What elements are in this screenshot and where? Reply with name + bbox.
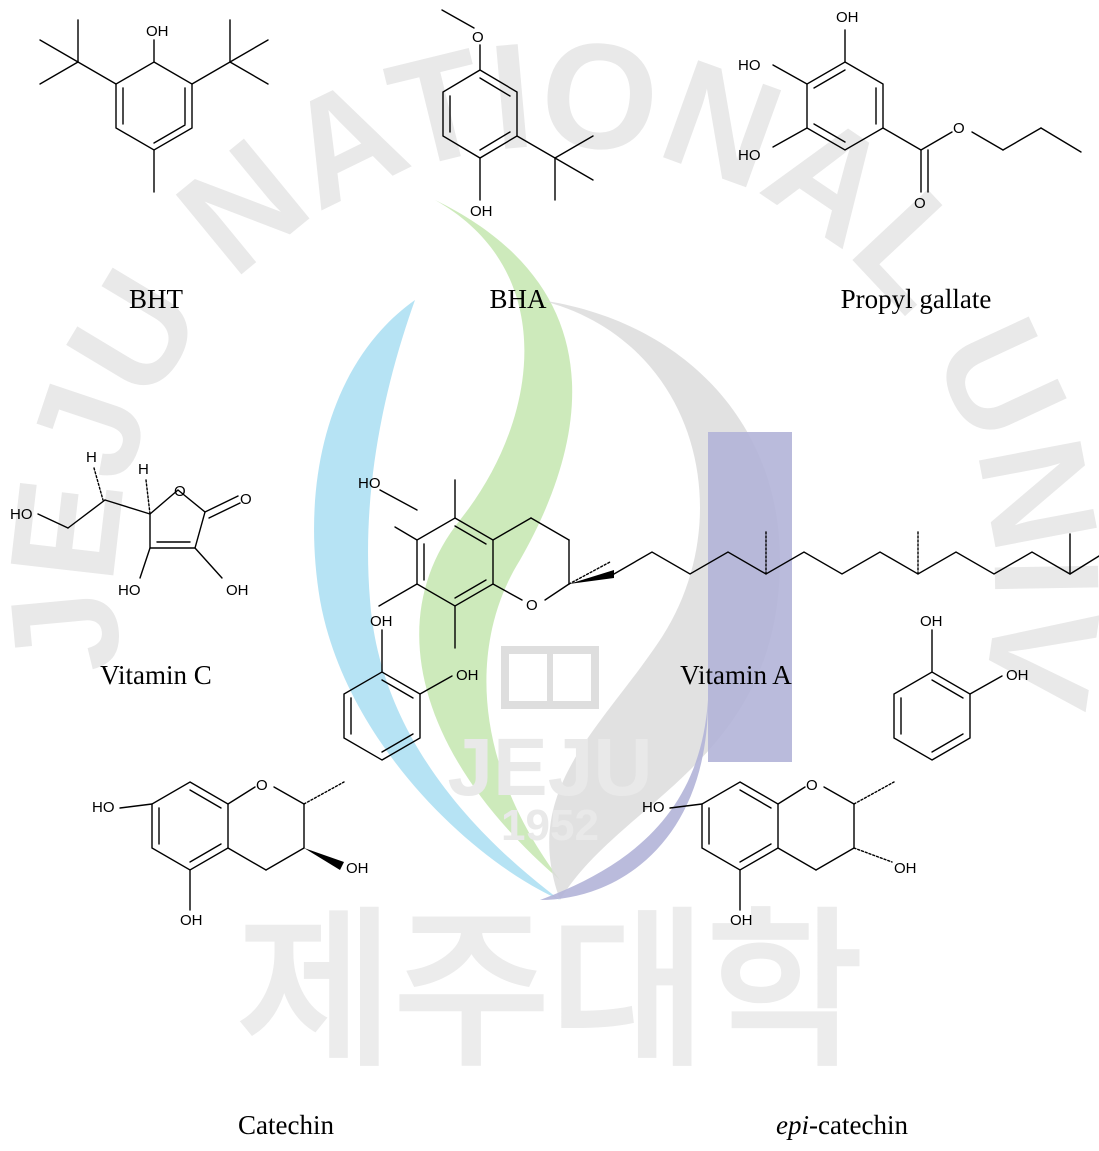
vitc-ring-o-label: O (174, 483, 186, 500)
cat-ho-label: HO (92, 799, 115, 816)
structure-epi-catechin: HO OH O OH OH OH (642, 613, 1029, 929)
caption-bha: BHA (489, 284, 547, 314)
cat-oh-top-label: OH (370, 613, 393, 630)
structure-catechin: HO OH O OH OH OH (92, 613, 479, 929)
bha-o-label: O (472, 29, 484, 46)
epi-oh-bottom-label: OH (730, 912, 753, 929)
structure-bha: O OH (441, 9, 594, 220)
structure-propyl-gallate: OH HO HO O O (738, 9, 1082, 212)
vitc-h2-label: H (138, 461, 149, 478)
watermark-korean-text: 제주대학 (237, 893, 863, 1091)
pg-oh-top-label: OH (836, 9, 859, 26)
epi-oh-ring-label: OH (894, 860, 917, 877)
caption-catechin: Catechin (238, 1110, 334, 1140)
caption-vitamin-a: Vitamin A (680, 660, 792, 690)
pg-ho-lower-label: HO (738, 147, 761, 164)
epi-oh-side-label: OH (1006, 667, 1029, 684)
vita-ho-label: HO (358, 475, 381, 492)
caption-vitamin-c: Vitamin C (100, 660, 212, 690)
cat-oh-ring-label: OH (346, 860, 369, 877)
epi-ho-label: HO (642, 799, 665, 816)
watermark-logo-year: 1952 (501, 801, 599, 850)
structure-vitamin-c: H H HO O O HO OH (10, 449, 252, 599)
pg-ho-upper-label: HO (738, 57, 761, 74)
vitc-oh-right-label: OH (226, 582, 249, 599)
structure-bht: OH (39, 19, 269, 193)
vita-ring-o-label: O (526, 597, 538, 614)
vitc-oh-left-label: HO (118, 582, 141, 599)
caption-bht: BHT (129, 284, 183, 314)
vitc-h1-label: H (86, 449, 97, 466)
vitc-carbonyl-o-label: O (240, 491, 252, 508)
watermark-green-swoosh (419, 200, 573, 880)
cat-oh-bottom-label: OH (180, 912, 203, 929)
watermark: JEJU NATIONAL UNIVERSITY 1952 JEJU 1952 … (0, 0, 1099, 1091)
cat-ring-o-label: O (256, 777, 268, 794)
caption-propyl-gallate: Propyl gallate (840, 284, 992, 314)
caption-epi-catechin: epi-catechin (776, 1110, 908, 1141)
caption-epi-suffix: -catechin (809, 1110, 908, 1140)
caption-epi-prefix: epi (776, 1110, 810, 1140)
pg-ester-o-label: O (953, 120, 965, 137)
epi-oh-top-label: OH (920, 613, 943, 630)
bht-oh-label: OH (146, 23, 169, 40)
structure-vitamin-a: O HO (358, 475, 1099, 649)
epi-ring-o-label: O (806, 777, 818, 794)
watermark-blue-swoosh (314, 300, 560, 900)
watermark-purple-bar (708, 432, 792, 762)
pg-carbonyl-o-label: O (914, 195, 926, 212)
watermark-logo-text: JEJU (447, 722, 652, 813)
watermark-purple-hook (540, 700, 708, 900)
cat-oh-side-label: OH (456, 667, 479, 684)
bha-oh-label: OH (470, 203, 493, 220)
vitc-ho-label: HO (10, 506, 33, 523)
